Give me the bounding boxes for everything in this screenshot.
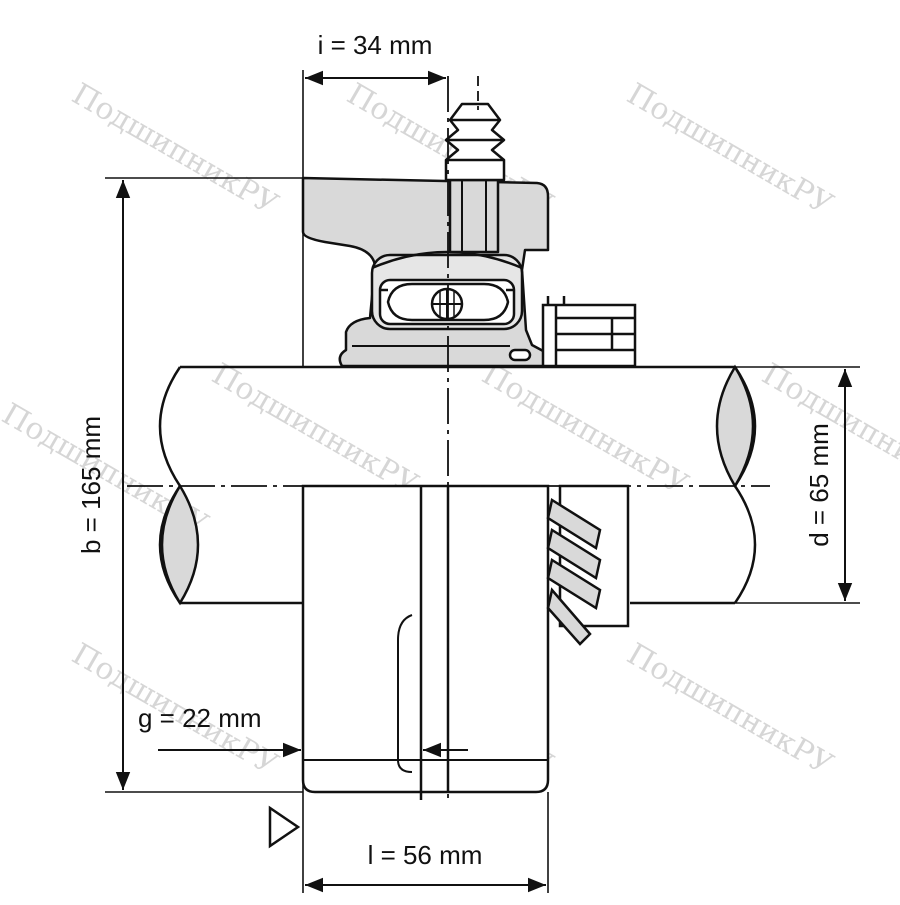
housing-head <box>301 176 550 368</box>
label-g: g = 22 mm <box>138 703 262 733</box>
watermark-1: ПодшипникРУ <box>66 77 284 223</box>
seal-fins <box>546 484 630 646</box>
label-l: l = 56 mm <box>368 840 483 870</box>
shaft <box>158 364 757 606</box>
watermark-5: ПодшипникРУ <box>206 357 424 503</box>
watermark-3: ПодшипникРУ <box>621 77 839 223</box>
grease-nipple <box>444 102 506 254</box>
dimension-lines <box>115 70 853 893</box>
label-b: b = 165 mm <box>76 416 106 554</box>
watermark-6: ПодшипникРУ <box>476 357 694 503</box>
label-d: d = 65 mm <box>804 423 834 547</box>
watermark-10: ПодшипникРУ <box>621 637 839 783</box>
label-i: i = 34 mm <box>318 30 433 60</box>
locking-collar <box>541 296 637 368</box>
reference-face-marker <box>268 805 301 849</box>
housing-body <box>301 484 550 800</box>
center-lines <box>127 76 770 800</box>
extension-lines <box>105 70 860 893</box>
